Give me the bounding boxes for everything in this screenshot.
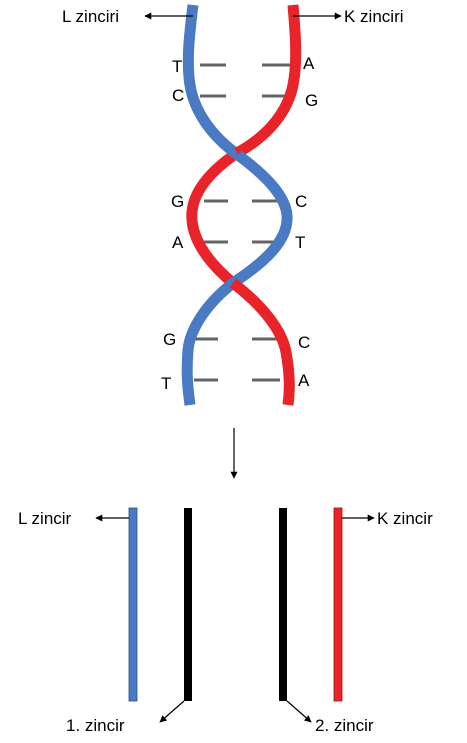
l-strand-segment-top — [182, 4, 242, 160]
base-left-6: T — [161, 374, 171, 393]
base-left-5: G — [163, 330, 176, 349]
k-strand-segment-bottom — [229, 278, 295, 406]
l-strand-label: L zinciri — [62, 7, 119, 26]
base-left-4: A — [172, 233, 184, 252]
new-strand-1-bar — [184, 508, 192, 701]
base-right-5: C — [298, 333, 310, 352]
k-strand-label: K zinciri — [344, 7, 404, 26]
l-strand-segment-middle — [229, 150, 293, 288]
new-strand-2-arrow — [286, 700, 312, 723]
l-strand-segment-bottom — [181, 278, 237, 406]
k-strand-segment-middle — [186, 148, 241, 288]
l-strand-bar-label: L zincir — [18, 509, 72, 528]
new-strand-2-label: 2. zincir — [315, 716, 374, 735]
k-strand-bar-label: K zincir — [377, 509, 433, 528]
base-right-4: T — [295, 233, 305, 252]
new-strand-2-bar — [279, 508, 287, 701]
base-right-3: C — [295, 192, 307, 211]
base-right-2: G — [305, 91, 318, 110]
k-strand-bar — [333, 507, 343, 702]
base-letters: T A C G G C A T G C T A — [161, 54, 318, 393]
base-left-1: T — [172, 57, 182, 76]
new-strand-1-label: 1. zincir — [66, 716, 125, 735]
base-right-6: A — [298, 371, 310, 390]
base-right-1: A — [303, 54, 315, 73]
l-strand-bar — [128, 507, 138, 702]
k-strand-segment-top — [234, 4, 302, 158]
base-left-3: G — [171, 192, 184, 211]
base-pair-rungs — [194, 63, 290, 382]
double-helix: T A C G G C A T G C T A L zinciri K zinc… — [62, 4, 404, 406]
base-left-2: C — [172, 86, 184, 105]
separated-strands: L zincir K zincir 1. zincir 2. zincir — [18, 507, 433, 735]
new-strand-1-arrow — [159, 700, 185, 723]
